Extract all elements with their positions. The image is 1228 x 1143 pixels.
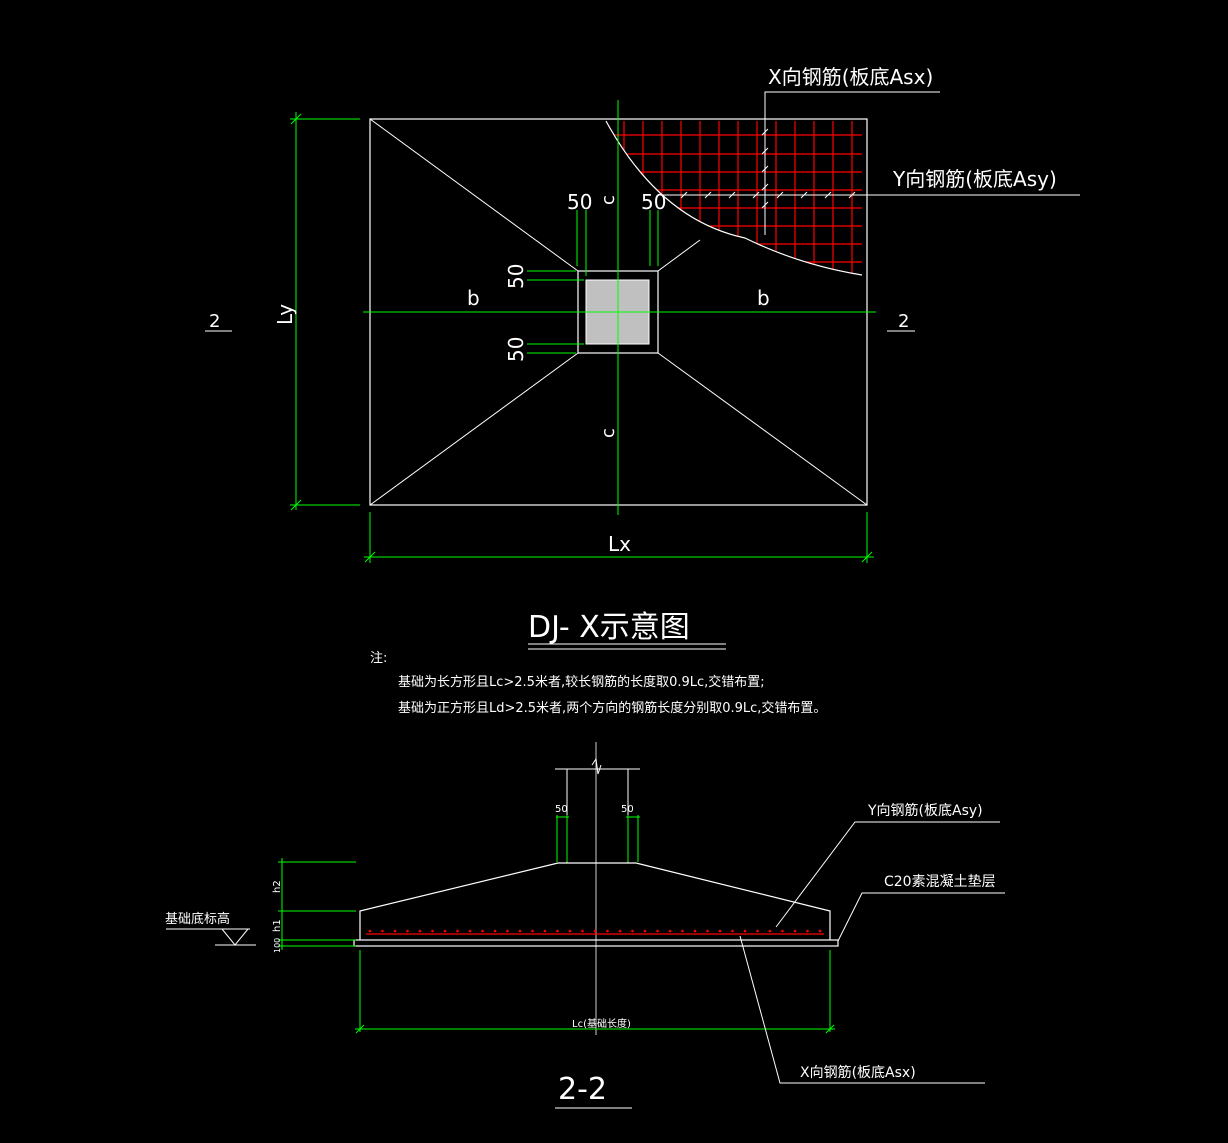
slope-line	[369, 118, 579, 272]
rebar-dot	[581, 929, 584, 933]
dim-c-top: c	[598, 195, 619, 205]
rebar-dot	[431, 929, 434, 933]
section-mark-left: 2	[209, 311, 220, 332]
rebar-dot	[543, 929, 547, 933]
dim-ly: Ly	[273, 304, 297, 325]
rebar-dot	[481, 929, 484, 933]
rebar-dot	[568, 929, 572, 933]
rebar-dot	[718, 929, 722, 933]
rebar-dot	[656, 929, 659, 933]
label-asy-section: Y向钢筋(板底Asy)	[867, 802, 983, 819]
rebar-dot	[756, 929, 759, 933]
rebar-dot	[793, 929, 797, 933]
rebar-dot	[406, 929, 409, 933]
elevation-symbol	[166, 928, 256, 946]
rebar-dot	[468, 929, 472, 933]
rebar-dot	[768, 929, 772, 933]
rebar-dot	[681, 929, 684, 933]
rebar-dot	[393, 929, 397, 933]
rebar-dot	[593, 929, 597, 933]
rebar-dot	[443, 929, 447, 933]
rebar-dot	[606, 929, 609, 933]
notes: 注: 基础为长方形且Lc>2.5米者,较长钢筋的长度取0.9Lc,交错布置; 基…	[370, 651, 826, 716]
section-leaders	[739, 821, 1005, 1084]
notes-heading: 注:	[370, 651, 387, 666]
rebar-dot	[668, 929, 672, 933]
dim-b-right: b	[757, 286, 770, 310]
footing-profile	[359, 862, 831, 940]
section-title: 2-2	[558, 1072, 607, 1107]
dim-b-left: b	[467, 286, 480, 310]
rebar-dot	[706, 929, 709, 933]
rebar-dot	[531, 929, 534, 933]
slope-line	[369, 352, 579, 506]
rebar-dot	[818, 929, 822, 933]
rebar-dot	[493, 929, 497, 933]
slope-line	[657, 352, 868, 506]
dim-h1: h1	[272, 919, 283, 932]
rebar-dot	[731, 929, 734, 933]
section-dimensions	[278, 815, 835, 1034]
rebar-dot	[631, 929, 634, 933]
dim-50-left-top: 50	[504, 264, 528, 289]
dim-50-top-right: 50	[641, 190, 666, 214]
notes-line-1: 基础为长方形且Lc>2.5米者,较长钢筋的长度取0.9Lc,交错布置;	[398, 674, 765, 690]
rebar-dot	[693, 929, 697, 933]
dim-lc: Lc(基础长度)	[572, 1017, 631, 1030]
drawing-title: DJ- X示意图	[528, 610, 690, 645]
slope-line	[657, 239, 701, 272]
label-asx-section: X向钢筋(板底Asx)	[800, 1064, 916, 1081]
label-asy-plan: Y向钢筋(板底Asy)	[892, 167, 1057, 191]
dimension-lines	[290, 112, 874, 563]
rebar-dot	[518, 929, 522, 933]
rebar-dot	[456, 929, 459, 933]
rebar-dot	[556, 929, 559, 933]
rebar-dot	[418, 929, 422, 933]
plan-view: X向钢筋(板底Asx) Y向钢筋(板底Asy) Ly Lx b b c c 50…	[205, 65, 1080, 563]
rebar-dot	[781, 929, 784, 933]
rebar-dot	[643, 929, 647, 933]
lean-concrete-layer	[353, 939, 839, 947]
section-mark-right: 2	[898, 311, 909, 332]
dim-h2: h2	[272, 880, 283, 893]
rebar-dot	[368, 929, 372, 933]
rebar-dots	[368, 929, 822, 933]
dim-50-top-left: 50	[567, 190, 592, 214]
rebar-dot	[381, 929, 384, 933]
label-elevation: 基础底标高	[165, 911, 230, 927]
rebar-dot	[743, 929, 747, 933]
rebar-dot	[618, 929, 622, 933]
dim-100: 100	[273, 938, 282, 953]
label-asx-plan: X向钢筋(板底Asx)	[768, 65, 933, 89]
dim-50-left-section: 50	[555, 804, 568, 815]
title-block: DJ- X示意图	[528, 610, 726, 650]
mesh-break-line	[605, 120, 863, 276]
rebar-dot	[506, 929, 509, 933]
dim-c-bottom: c	[598, 428, 619, 438]
leader-ticks	[680, 128, 856, 209]
dim-lx: Lx	[608, 532, 631, 556]
centre-lines	[363, 100, 876, 515]
notes-line-2: 基础为正方形且Ld>2.5米者,两个方向的钢筋长度分别取0.9Lc,交错布置。	[398, 700, 826, 716]
label-c20: C20素混凝土垫层	[884, 874, 996, 890]
rebar-dot	[806, 929, 809, 933]
dim-50-right-section: 50	[621, 804, 634, 815]
section-view: Y向钢筋(板底Asy) C20素混凝土垫层 X向钢筋(板底Asx) 基础底标高 …	[165, 742, 1005, 1109]
dim-50-left-bottom: 50	[504, 337, 528, 362]
